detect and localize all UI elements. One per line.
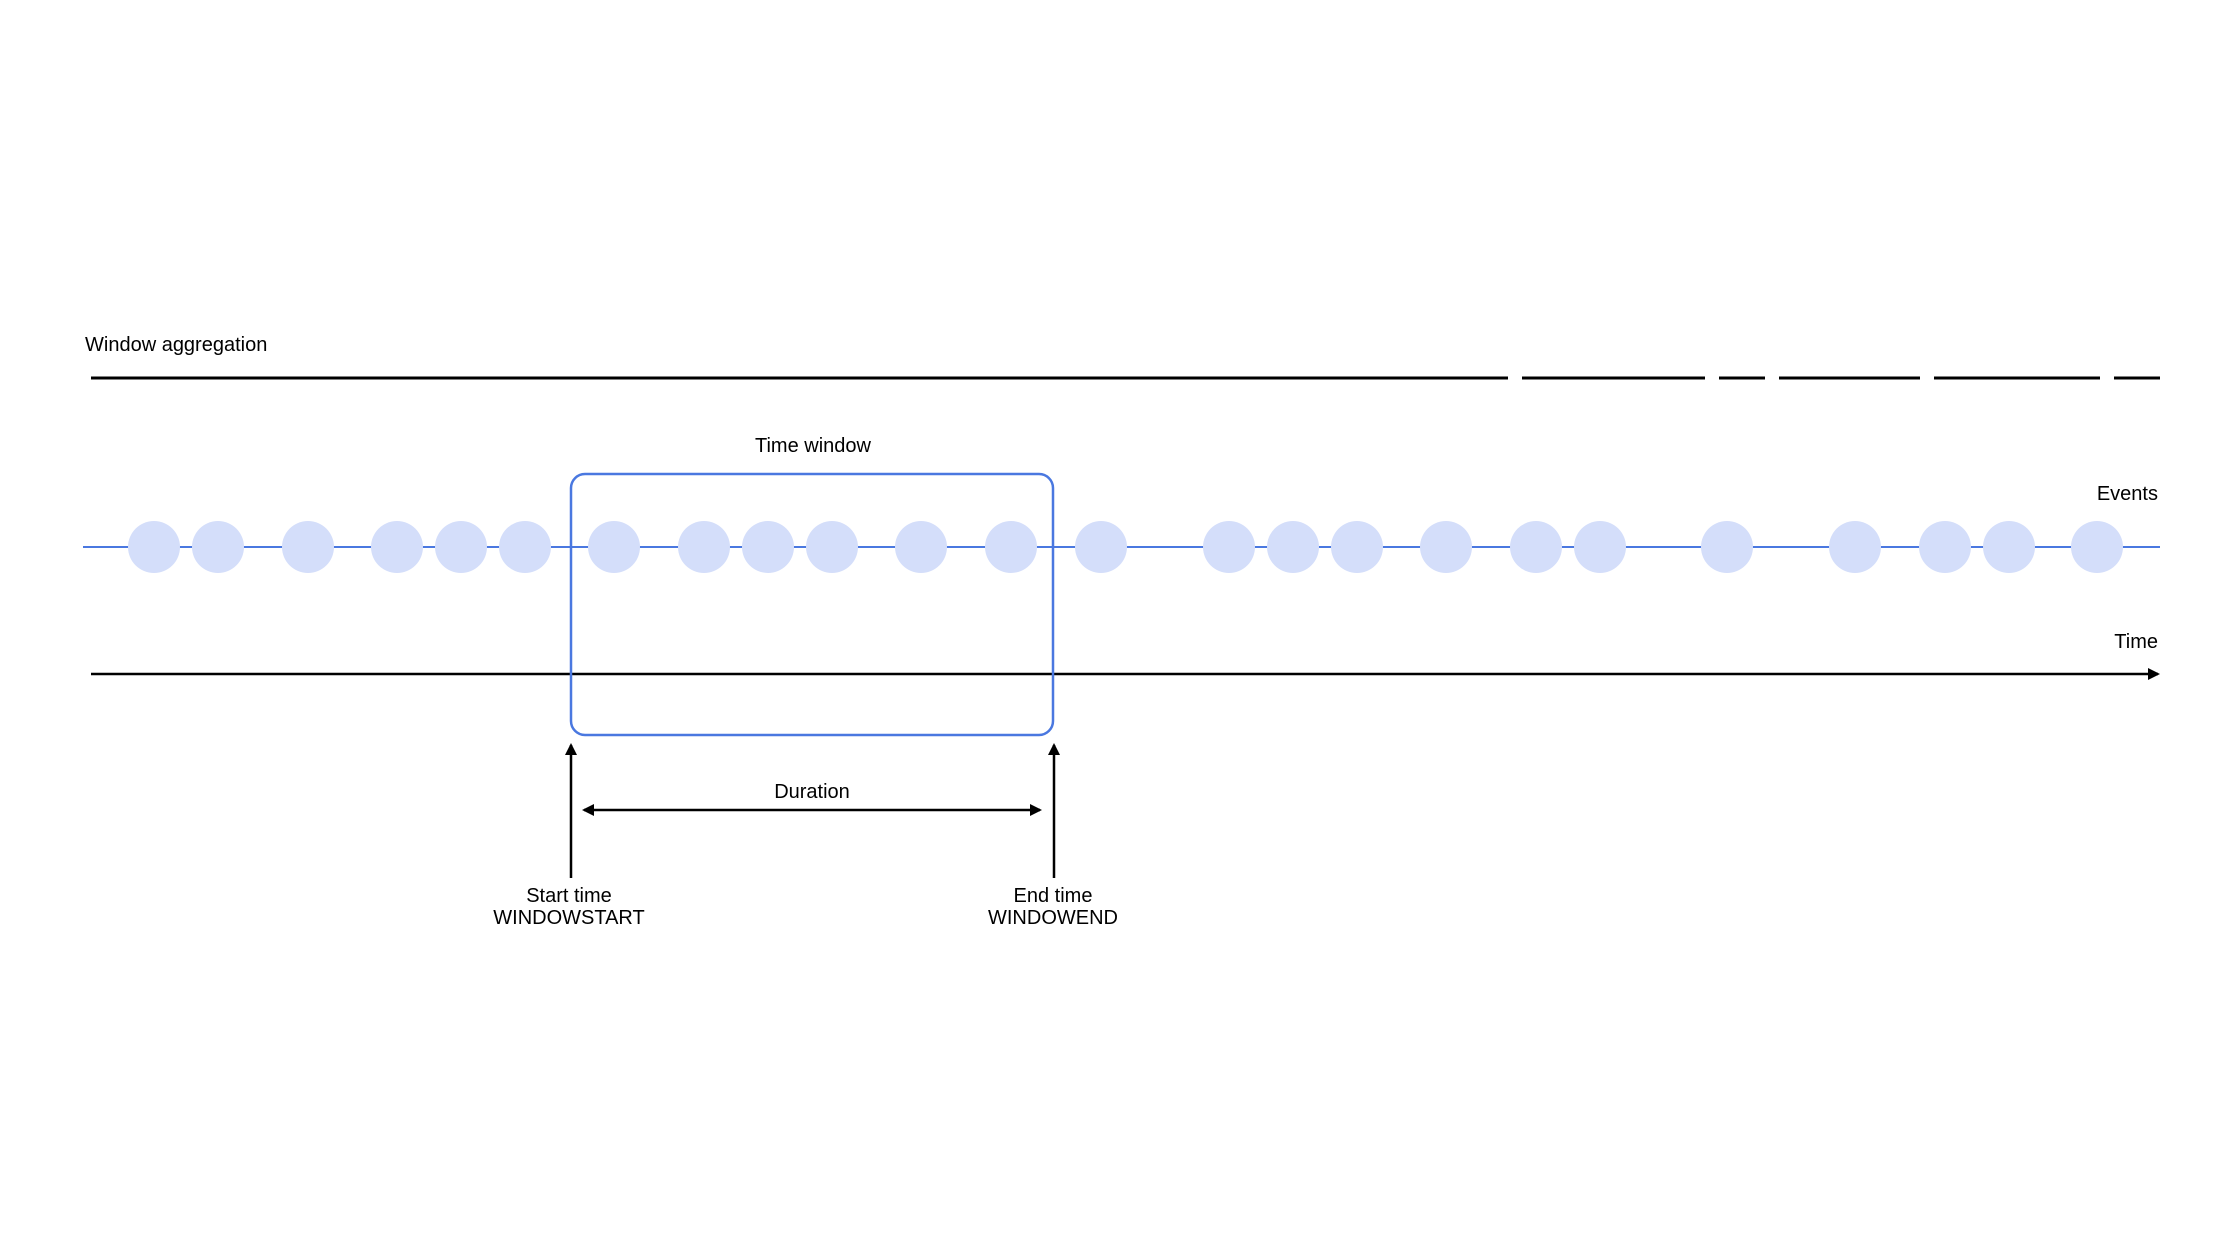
end-time-label: End time bbox=[1014, 885, 1093, 907]
event-dot bbox=[499, 521, 551, 573]
event-dot bbox=[1267, 521, 1319, 573]
event-dot bbox=[1919, 521, 1971, 573]
event-dot bbox=[1701, 521, 1753, 573]
event-dot bbox=[895, 521, 947, 573]
window-aggregation-label: Window aggregation bbox=[85, 334, 267, 356]
event-dot bbox=[1983, 521, 2035, 573]
event-dot bbox=[2071, 521, 2123, 573]
event-dot bbox=[1203, 521, 1255, 573]
time-window-label: Time window bbox=[755, 435, 872, 457]
event-dot bbox=[128, 521, 180, 573]
time-window-box bbox=[569, 472, 1055, 737]
event-dot bbox=[1829, 521, 1881, 573]
event-dot bbox=[1075, 521, 1127, 573]
event-dot bbox=[985, 521, 1037, 573]
event-dots bbox=[128, 521, 2123, 573]
event-dot bbox=[678, 521, 730, 573]
event-dot bbox=[588, 521, 640, 573]
event-dot bbox=[1331, 521, 1383, 573]
windowend-label: WINDOWEND bbox=[988, 907, 1118, 929]
start-time-label: Start time bbox=[526, 885, 612, 907]
event-dot bbox=[371, 521, 423, 573]
event-dot bbox=[1420, 521, 1472, 573]
event-dot bbox=[192, 521, 244, 573]
event-dot bbox=[806, 521, 858, 573]
time-label: Time bbox=[2114, 631, 2158, 653]
event-dot bbox=[1510, 521, 1562, 573]
event-dot bbox=[435, 521, 487, 573]
event-dot bbox=[742, 521, 794, 573]
events-label: Events bbox=[2097, 483, 2158, 505]
event-dot bbox=[1574, 521, 1626, 573]
event-dot bbox=[282, 521, 334, 573]
windowstart-label: WINDOWSTART bbox=[493, 907, 644, 929]
duration-label: Duration bbox=[774, 781, 850, 803]
